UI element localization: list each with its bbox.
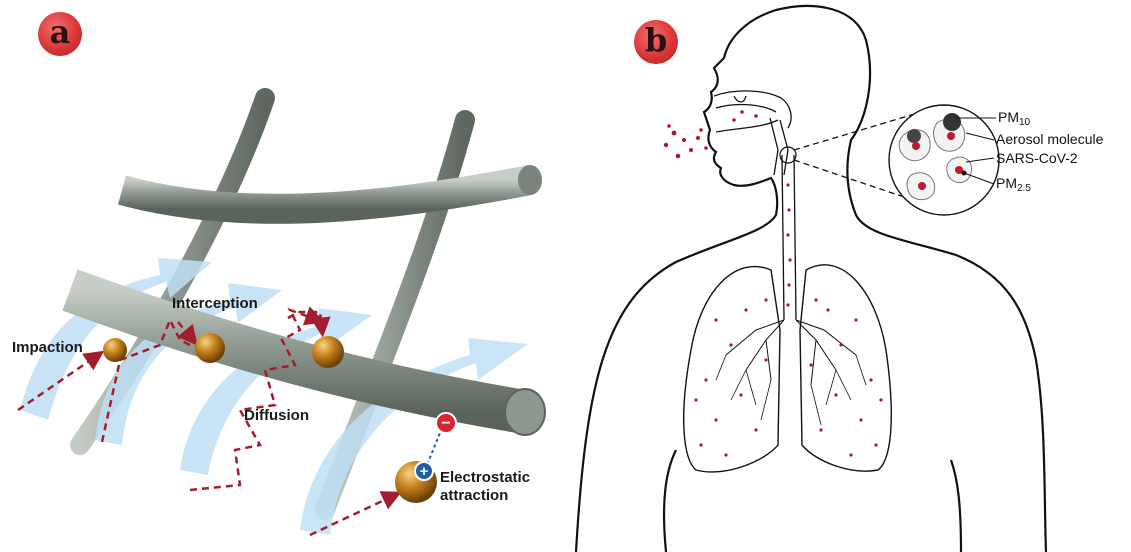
label-impaction: Impaction: [12, 339, 83, 356]
lungs: [684, 265, 892, 472]
svg-text:+: +: [420, 463, 429, 480]
panel-label-a: a: [38, 12, 82, 56]
body-outline: [576, 6, 1046, 552]
label-attraction: attraction: [440, 487, 508, 504]
label-electrostatic: Electrostatic: [440, 469, 530, 486]
respiratory-diagram: PM10 Aerosol molecule SARS-CoV-2 PM2.5: [566, 0, 1131, 552]
diffusion-particle: [312, 336, 344, 368]
panel-label-b: b: [634, 20, 678, 64]
panel-a-filtration-mechanisms: − + Impaction Interception Diffusion Ele…: [0, 0, 566, 552]
impaction-particle: [103, 338, 127, 362]
panel-b-respiratory-system: PM10 Aerosol molecule SARS-CoV-2 PM2.5 b: [566, 0, 1131, 552]
svg-text:−: −: [441, 415, 450, 432]
legend-sars-cov-2: SARS-CoV-2: [996, 150, 1078, 166]
label-interception: Interception: [172, 295, 258, 312]
legend-pm25: PM2.5: [996, 175, 1031, 194]
filtration-diagram: − + Impaction Interception Diffusion Ele…: [0, 0, 566, 552]
airway-upper: [714, 91, 791, 175]
left-lung: [800, 265, 891, 471]
right-lung: [684, 267, 780, 472]
top-fiber: [122, 165, 542, 209]
legend-aerosol: Aerosol molecule: [996, 131, 1104, 147]
legend-pm10: PM10: [998, 109, 1031, 128]
interception-particle: [195, 333, 225, 363]
label-diffusion: Diffusion: [244, 407, 309, 424]
